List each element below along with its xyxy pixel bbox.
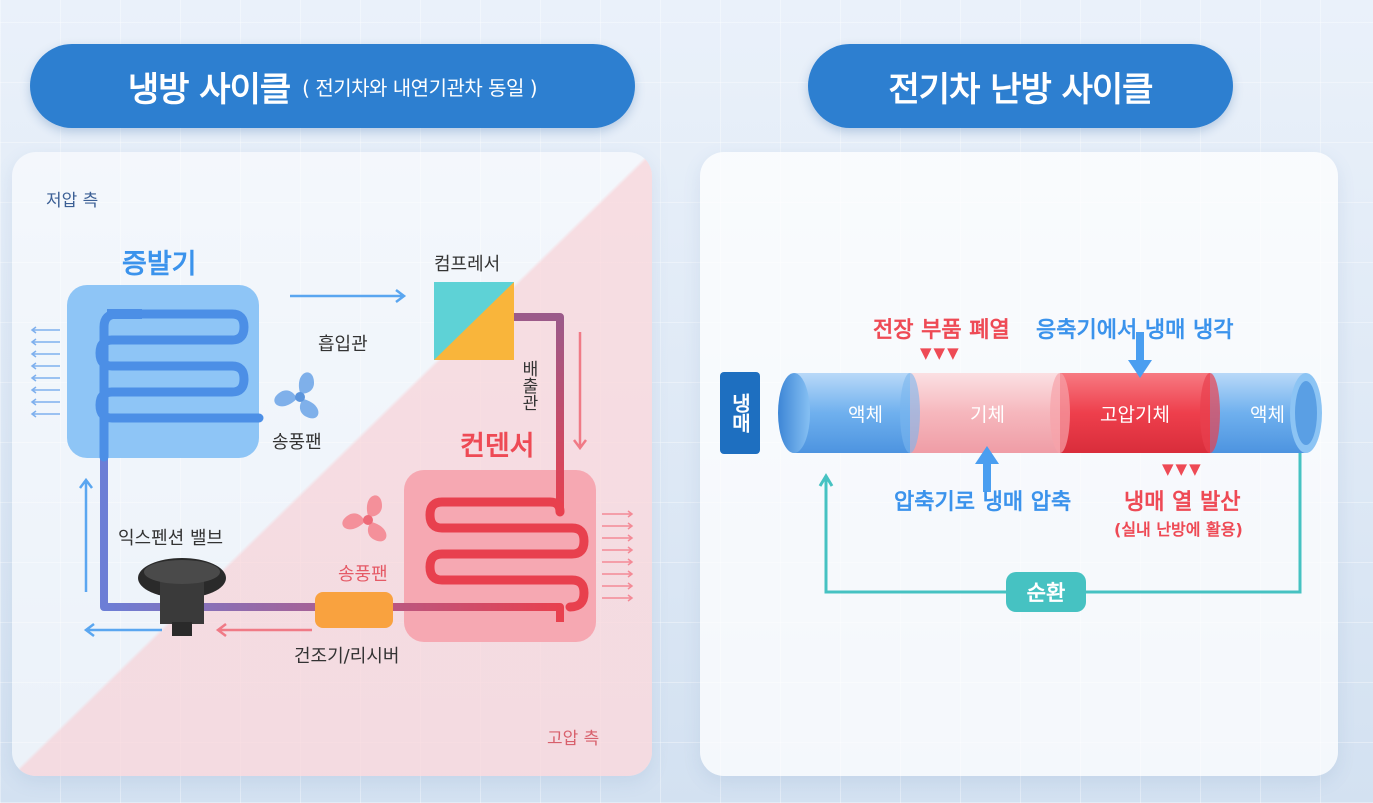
heat-release-sub-label: (실내 난방에 활용) (1114, 520, 1243, 539)
segment-gas-label: 기체 (970, 404, 1005, 426)
fan-left-label: 송풍팬 (272, 432, 322, 453)
compressor-icon (434, 282, 514, 360)
segment-liquid-1-label: 액체 (848, 404, 883, 426)
compress-label: 압축기로 냉매 압축 (894, 490, 1072, 515)
condenser-coil (425, 497, 589, 612)
segment-liquid-1 (794, 373, 910, 453)
waste-heat-label: 전장 부품 폐열 (873, 318, 1010, 343)
cooling-down-arrow (1128, 332, 1152, 378)
discharge-pipe-label: 배출관 (518, 360, 538, 411)
fan-left-icon (274, 372, 319, 419)
cylinder-cap-left (778, 373, 810, 453)
evaporator-coil (95, 309, 264, 462)
dryer-receiver-icon (315, 592, 393, 628)
high-pressure-region (12, 152, 652, 776)
expansion-valve-label: 익스펜션 밸브 (118, 528, 224, 549)
waste-heat-arrows: ▼▼▼ (920, 344, 961, 362)
refrigerant-badge: 냉매 (720, 372, 760, 454)
flow-arrow-left (79, 477, 93, 592)
flow-arrow-top (290, 289, 407, 303)
segment-liquid-2-label: 액체 (1250, 404, 1285, 426)
high-side-label: 고압 측 (547, 729, 600, 749)
evaporator-label: 증발기 (122, 249, 197, 280)
cooling-subtitle: ( 전기차와 내연기관차 동일 ) (302, 75, 538, 100)
heating-title-pill: 전기차 난방 사이클 (808, 44, 1233, 128)
segment-gas (910, 373, 1060, 453)
evaporator-air-arrows (30, 326, 60, 418)
low-side-label: 저압 측 (46, 191, 99, 211)
fan-right-icon (342, 495, 387, 542)
cooling-title: 냉방 사이클 (127, 69, 291, 110)
heating-diagram-svg (778, 332, 1322, 594)
suction-pipe-label: 흡입관 (318, 334, 368, 355)
circulation-arrow (818, 473, 834, 487)
cooling-title-pill: 냉방 사이클 ( 전기차와 내연기관차 동일 ) (30, 44, 635, 128)
segment-hp-gas-label: 고압기체 (1100, 404, 1170, 426)
flow-arrow-bottom-left (83, 623, 162, 637)
dryer-receiver-label: 건조기/리시버 (294, 646, 400, 667)
expansion-valve-icon (138, 558, 226, 636)
cooling-panel: 저압 측 고압 측 증발기 컴프레서 흡입관 배출관 컨덴서 송풍팬 송풍팬 익… (12, 152, 652, 776)
flow-arrow-bottom (215, 623, 312, 637)
segment-high-pressure-gas (1060, 373, 1210, 453)
heating-panel: 냉매 액체 기체 고압기체 액체 전장 부품 폐열 ▼▼▼ 응축기에서 냉매 냉… (700, 152, 1338, 776)
fan-right-label: 송풍팬 (338, 564, 388, 585)
condenser-air-arrows (602, 510, 634, 602)
condenser-cool-label: 응축기에서 냉매 냉각 (1036, 318, 1234, 343)
cooling-diagram-svg (30, 282, 634, 642)
flow-arrow-right (573, 332, 587, 451)
condenser-label: 컨덴서 (460, 431, 535, 462)
circulation-badge: 순환 (1006, 572, 1086, 612)
compressor-label: 컴프레서 (434, 254, 501, 275)
heat-release-arrows: ▼▼▼ (1162, 460, 1203, 478)
heat-release-label: 냉매 열 발산 (1124, 490, 1241, 515)
discharge-pipe (512, 313, 564, 512)
heating-title: 전기차 난방 사이클 (888, 69, 1154, 110)
compress-up-arrow (975, 446, 999, 492)
